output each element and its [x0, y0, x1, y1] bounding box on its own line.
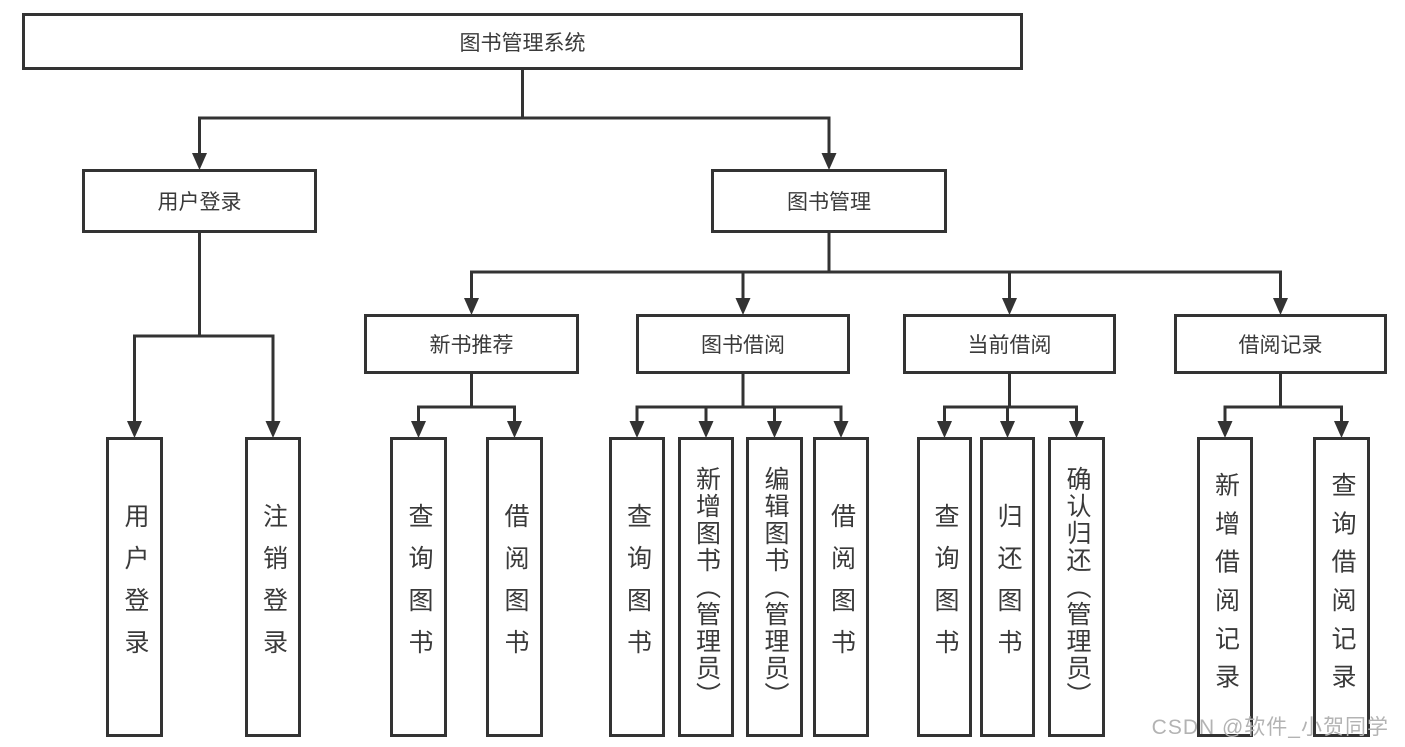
node-leaf-borrow-books-1: 借阅图书 — [486, 437, 543, 737]
node-leaf-confirm-return-admin: 确认归还（管理员） — [1048, 437, 1105, 737]
node-borrowing-records: 借阅记录 — [1174, 314, 1387, 374]
node-label: 确认归还（管理员） — [1063, 465, 1091, 709]
node-label: 图书管理 — [787, 191, 871, 214]
arrowhead-icon — [735, 298, 751, 315]
csdn-watermark: CSDN @软件_小贺同学 — [1151, 716, 1389, 739]
node-label: 编辑图书（管理员） — [761, 465, 789, 709]
node-label: 借阅图书 — [827, 503, 856, 671]
arrowhead-icon — [1217, 421, 1233, 438]
arrowhead-icon — [507, 421, 522, 438]
node-leaf-query-books-1: 查询图书 — [390, 437, 447, 737]
node-label: 用户登录 — [157, 191, 242, 214]
node-label: 新书推荐 — [429, 334, 514, 357]
arrowhead-icon — [265, 421, 281, 438]
arrowhead-icon — [821, 153, 837, 170]
node-new-book-recommend: 新书推荐 — [364, 314, 579, 374]
arrowhead-icon — [464, 298, 479, 315]
node-leaf-edit-books-admin: 编辑图书（管理员） — [746, 437, 803, 737]
node-book-management: 图书管理 — [711, 169, 947, 233]
node-leaf-query-books-3: 查询图书 — [917, 437, 972, 737]
node-label: 借阅图书 — [501, 503, 529, 671]
arrowhead-icon — [1334, 421, 1349, 438]
node-leaf-add-books-admin: 新增图书（管理员） — [678, 437, 734, 737]
arrowhead-icon — [1000, 421, 1015, 438]
node-label: 新增借阅记录 — [1211, 472, 1240, 702]
arrowhead-icon — [833, 421, 849, 438]
node-label: 查询图书 — [405, 503, 433, 671]
node-label: 新增图书（管理员） — [692, 465, 721, 709]
node-leaf-user-login: 用户登录 — [106, 437, 163, 737]
node-label: 归还图书 — [994, 503, 1022, 671]
arrowhead-icon — [629, 421, 645, 438]
node-leaf-query-borrow-record: 查询借阅记录 — [1313, 437, 1370, 737]
node-library-system: 图书管理系统 — [22, 13, 1023, 70]
node-user-login: 用户登录 — [82, 169, 317, 233]
node-current-borrowing: 当前借阅 — [903, 314, 1116, 374]
node-book-borrowing: 图书借阅 — [636, 314, 850, 374]
arrowhead-icon — [698, 421, 714, 438]
arrowhead-icon — [1069, 421, 1084, 438]
node-label: 当前借阅 — [967, 334, 1052, 357]
node-label: 借阅记录 — [1238, 334, 1323, 357]
node-label: 用户登录 — [121, 503, 149, 671]
node-label: 查询图书 — [623, 503, 652, 671]
arrowhead-icon — [127, 421, 142, 438]
node-label: 注销登录 — [259, 503, 288, 671]
node-leaf-return-books: 归还图书 — [980, 437, 1035, 737]
arrowhead-icon — [1273, 298, 1288, 315]
node-leaf-query-books-2: 查询图书 — [609, 437, 665, 737]
arrowhead-icon — [1002, 298, 1017, 315]
arrowhead-icon — [767, 421, 782, 438]
node-label: 图书借阅 — [701, 334, 785, 357]
node-leaf-add-borrow-record: 新增借阅记录 — [1197, 437, 1253, 737]
node-leaf-logout: 注销登录 — [245, 437, 301, 737]
arrowhead-icon — [192, 153, 207, 170]
node-leaf-borrow-books-2: 借阅图书 — [813, 437, 869, 737]
arrowhead-icon — [411, 421, 426, 438]
node-label: 查询借阅记录 — [1328, 472, 1356, 702]
arrowhead-icon — [937, 421, 952, 438]
node-label: 图书管理系统 — [459, 31, 586, 55]
node-label: 查询图书 — [931, 503, 959, 671]
